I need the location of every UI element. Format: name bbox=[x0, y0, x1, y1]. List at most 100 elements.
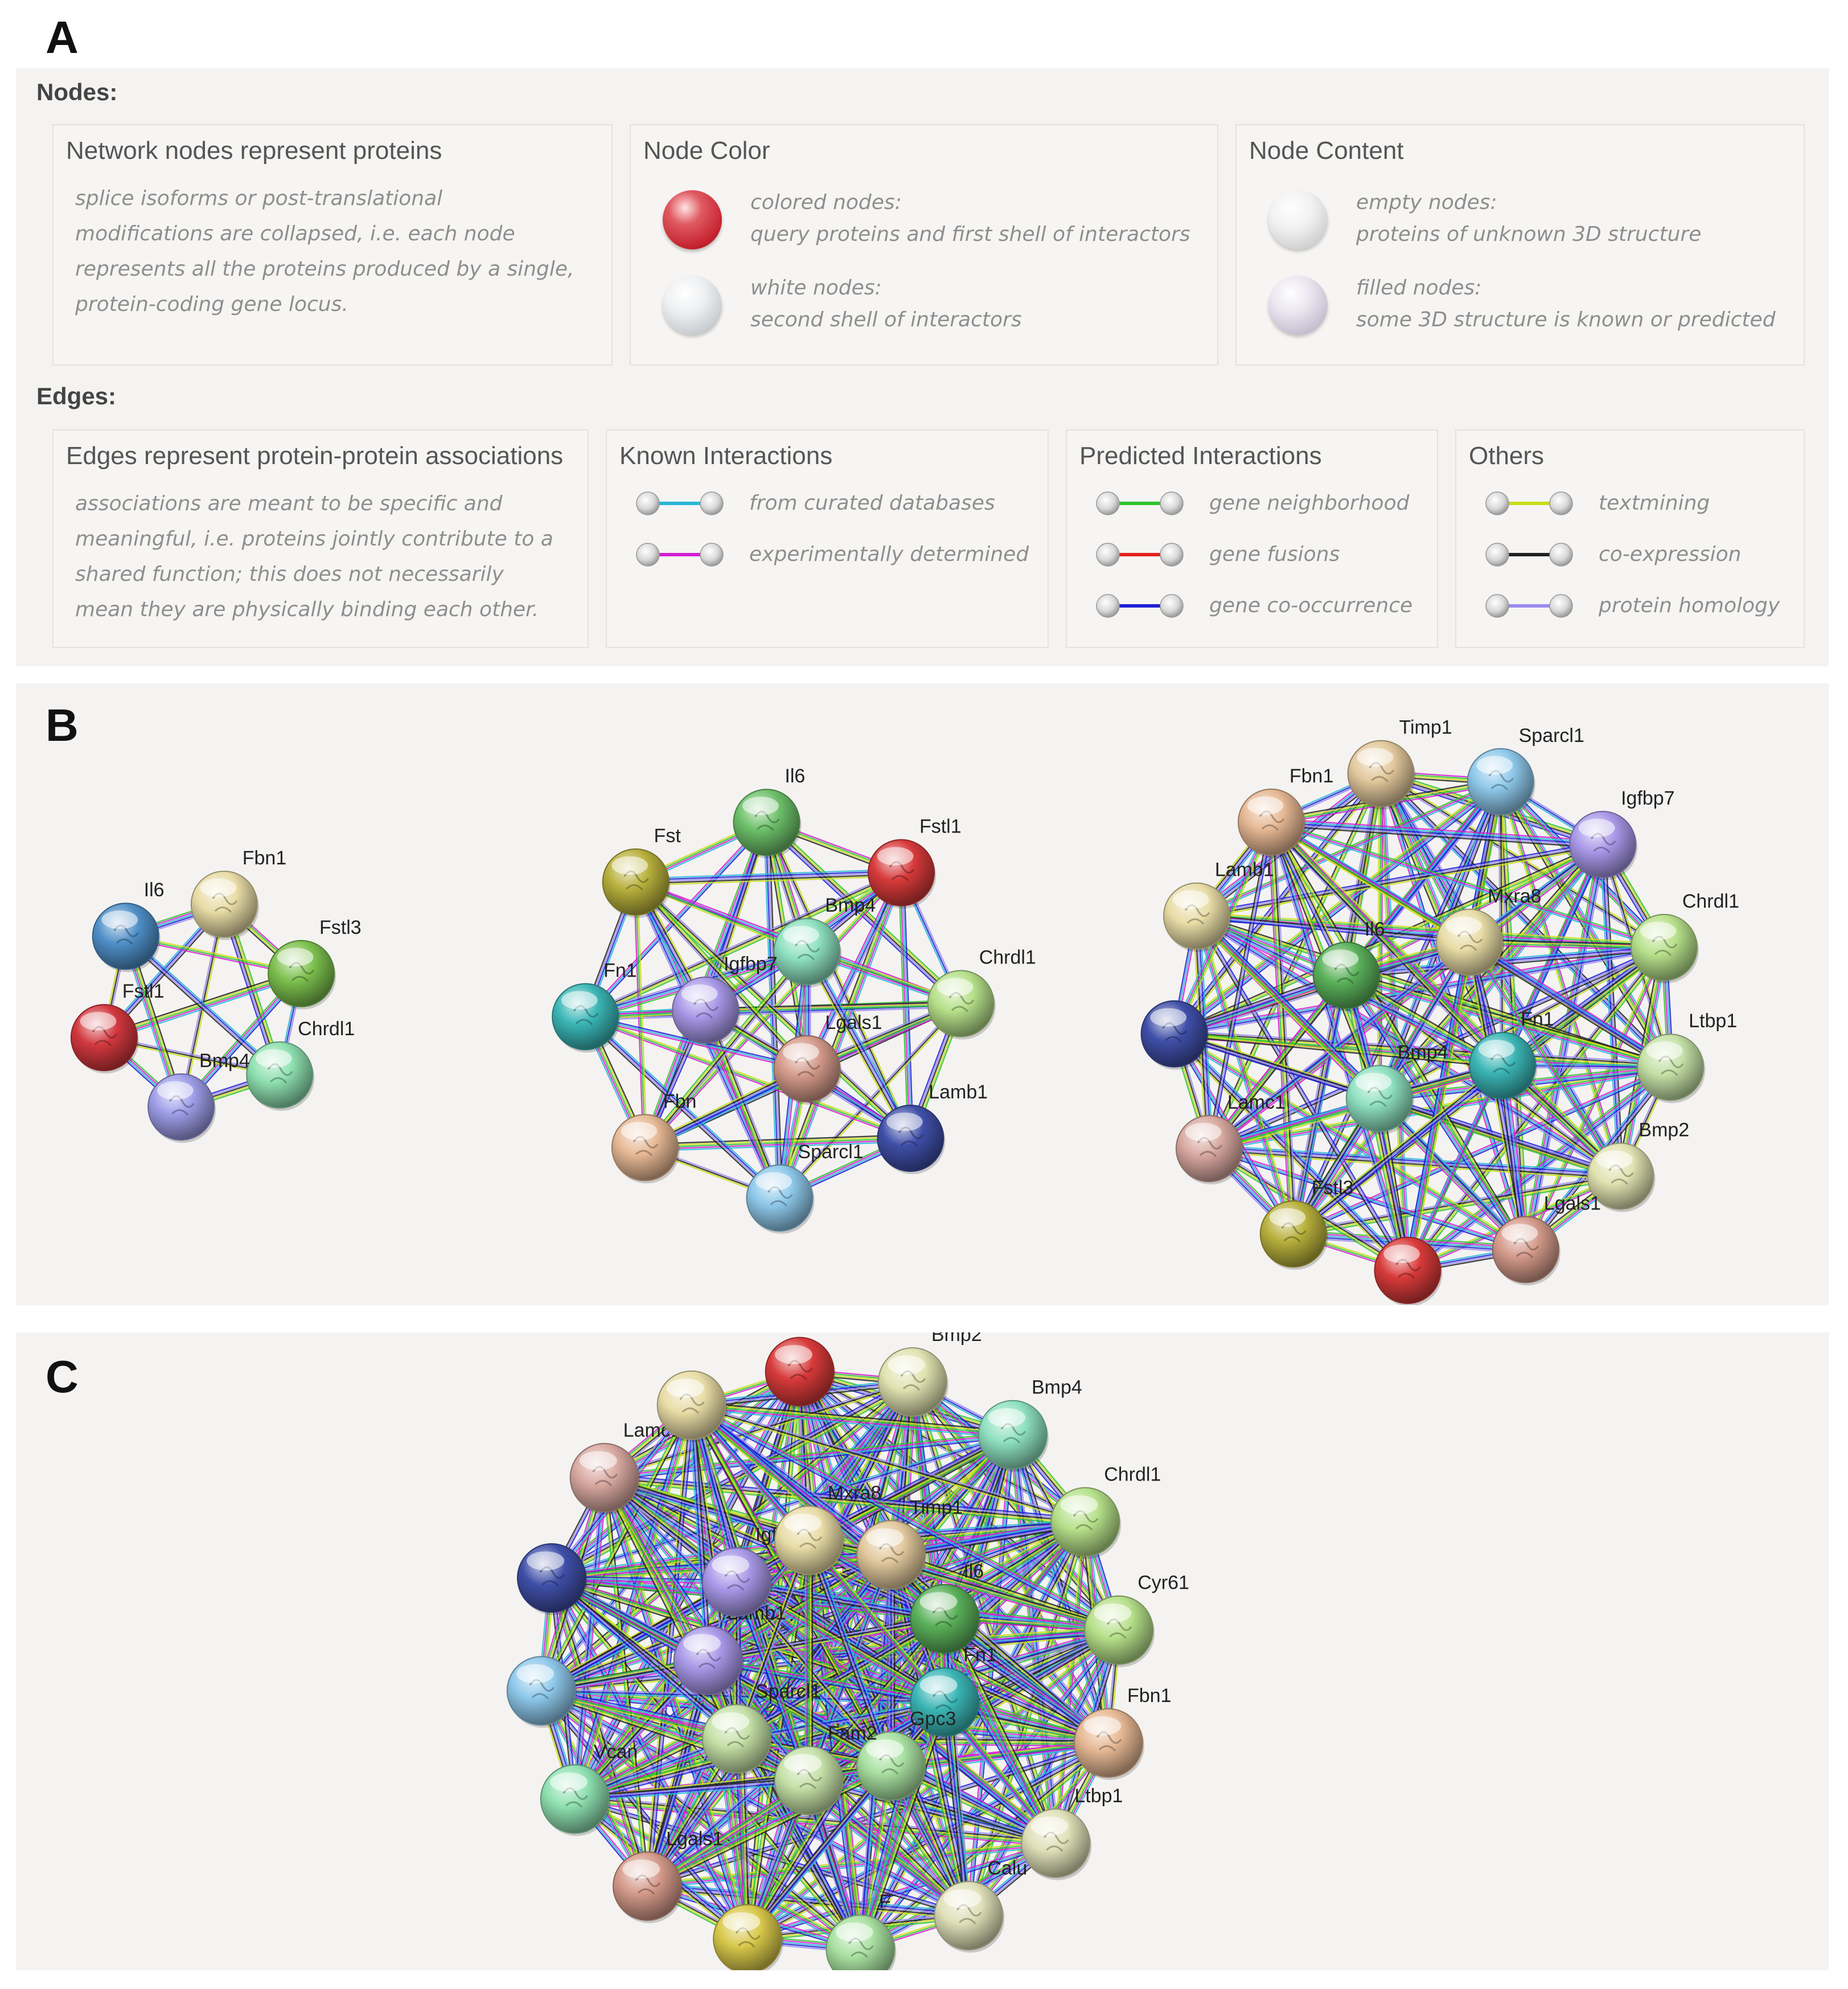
protein-node[interactable] bbox=[1050, 1487, 1122, 1559]
protein-node[interactable] bbox=[540, 1764, 611, 1836]
protein-node[interactable] bbox=[774, 1745, 845, 1818]
protein-node[interactable] bbox=[613, 1851, 684, 1924]
edge bbox=[1197, 846, 1604, 920]
protein-node[interactable] bbox=[1163, 882, 1231, 952]
protein-node[interactable] bbox=[190, 870, 259, 940]
protein-node[interactable] bbox=[733, 789, 802, 859]
edge bbox=[736, 1540, 810, 1740]
edge bbox=[1209, 1147, 1621, 1177]
protein-node[interactable] bbox=[1469, 1032, 1538, 1102]
protein-node[interactable] bbox=[1237, 788, 1306, 858]
protein-node[interactable] bbox=[147, 1073, 216, 1143]
protein-node[interactable] bbox=[856, 1731, 927, 1803]
edge bbox=[1380, 1097, 1527, 1249]
protein-node[interactable] bbox=[1021, 1808, 1092, 1880]
edge bbox=[637, 880, 810, 1068]
edge bbox=[540, 1692, 968, 1919]
protein-node[interactable] bbox=[1312, 941, 1381, 1011]
edge bbox=[605, 1477, 650, 1887]
edge bbox=[746, 1765, 891, 1939]
protein-node[interactable] bbox=[701, 1704, 773, 1776]
white-node-icon bbox=[663, 276, 722, 335]
protein-node[interactable] bbox=[773, 1035, 842, 1105]
edge bbox=[946, 1435, 1016, 1703]
protein-node[interactable] bbox=[1259, 1200, 1328, 1270]
edge bbox=[1206, 973, 1345, 1148]
protein-node[interactable] bbox=[552, 983, 621, 1053]
protein-node-label: Gpc3 bbox=[910, 1708, 956, 1730]
protein-node[interactable] bbox=[868, 839, 937, 909]
protein-node[interactable] bbox=[765, 1336, 836, 1409]
edge bbox=[605, 1476, 893, 1766]
edge bbox=[779, 1003, 962, 1199]
protein-node[interactable] bbox=[877, 1347, 948, 1420]
protein-node[interactable] bbox=[656, 1370, 728, 1442]
protein-node[interactable] bbox=[934, 1881, 1005, 1953]
edge bbox=[541, 1555, 892, 1692]
edge bbox=[1410, 942, 1474, 1272]
protein-node[interactable] bbox=[506, 1656, 577, 1728]
protein-node[interactable] bbox=[774, 1506, 845, 1578]
protein-node[interactable] bbox=[1073, 1708, 1144, 1780]
edge bbox=[798, 1372, 1085, 1524]
protein-node[interactable] bbox=[1084, 1595, 1155, 1667]
protein-node[interactable] bbox=[927, 970, 996, 1040]
edge bbox=[539, 1691, 747, 1941]
protein-node[interactable] bbox=[92, 903, 161, 973]
edge bbox=[1174, 1031, 1503, 1065]
protein-node[interactable] bbox=[1637, 1034, 1706, 1104]
protein-node[interactable] bbox=[978, 1400, 1049, 1472]
edge bbox=[1195, 916, 1293, 1235]
edge bbox=[647, 1882, 970, 1913]
network-2: Il6Fstl1Chrdl1Lamb1Sparcl1FbnFn1FstBmp4L… bbox=[552, 765, 1036, 1234]
protein-node[interactable] bbox=[602, 848, 671, 918]
protein-node[interactable] bbox=[856, 1520, 927, 1592]
protein-node[interactable] bbox=[1345, 1065, 1414, 1135]
edge bbox=[540, 1405, 692, 1691]
protein-node[interactable] bbox=[70, 1004, 139, 1074]
edge bbox=[539, 1404, 691, 1691]
protein-node[interactable] bbox=[611, 1114, 680, 1184]
protein-node[interactable] bbox=[713, 1904, 784, 1970]
protein-node[interactable] bbox=[910, 1584, 981, 1656]
protein-node-label: Sparcl1 bbox=[755, 1681, 821, 1703]
protein-node[interactable] bbox=[1587, 1142, 1656, 1212]
protein-node[interactable] bbox=[1630, 913, 1699, 983]
protein-node[interactable] bbox=[1436, 908, 1505, 978]
protein-node-label: Bmp4 bbox=[825, 895, 876, 916]
protein-node[interactable] bbox=[1175, 1115, 1244, 1185]
protein-node[interactable] bbox=[1492, 1216, 1560, 1286]
protein-node[interactable] bbox=[910, 1667, 981, 1740]
edge bbox=[1407, 942, 1471, 1271]
protein-node-label: Fstl1 bbox=[819, 1332, 861, 1335]
edge bbox=[601, 1479, 734, 1741]
colored-nodes-label: colored nodes: bbox=[750, 191, 902, 214]
protein-node[interactable] bbox=[246, 1041, 315, 1111]
protein-node[interactable] bbox=[773, 918, 842, 988]
edge bbox=[552, 1372, 801, 1580]
protein-node[interactable] bbox=[1140, 1000, 1209, 1070]
edge bbox=[1174, 1030, 1671, 1065]
protein-node[interactable] bbox=[517, 1543, 588, 1615]
protein-node[interactable] bbox=[701, 1547, 773, 1619]
edge bbox=[691, 1405, 710, 1660]
protein-node[interactable] bbox=[826, 1914, 897, 1970]
edge bbox=[573, 1581, 737, 1799]
protein-node[interactable] bbox=[1374, 1237, 1443, 1305]
edge bbox=[646, 1405, 692, 1887]
protein-node[interactable] bbox=[569, 1443, 640, 1515]
protein-node[interactable] bbox=[1467, 748, 1535, 818]
edge bbox=[1269, 822, 1525, 1251]
protein-node[interactable] bbox=[1347, 740, 1416, 810]
protein-node[interactable] bbox=[673, 1626, 744, 1697]
protein-node[interactable] bbox=[877, 1105, 946, 1175]
protein-node[interactable] bbox=[746, 1164, 815, 1234]
edge bbox=[1273, 819, 1506, 1064]
edge bbox=[806, 1554, 890, 1781]
protein-node[interactable] bbox=[1569, 810, 1638, 880]
protein-node-label: Lamb1 bbox=[929, 1081, 988, 1103]
edge bbox=[860, 1743, 1110, 1951]
protein-node[interactable] bbox=[268, 940, 336, 1010]
protein-node[interactable] bbox=[672, 977, 741, 1046]
